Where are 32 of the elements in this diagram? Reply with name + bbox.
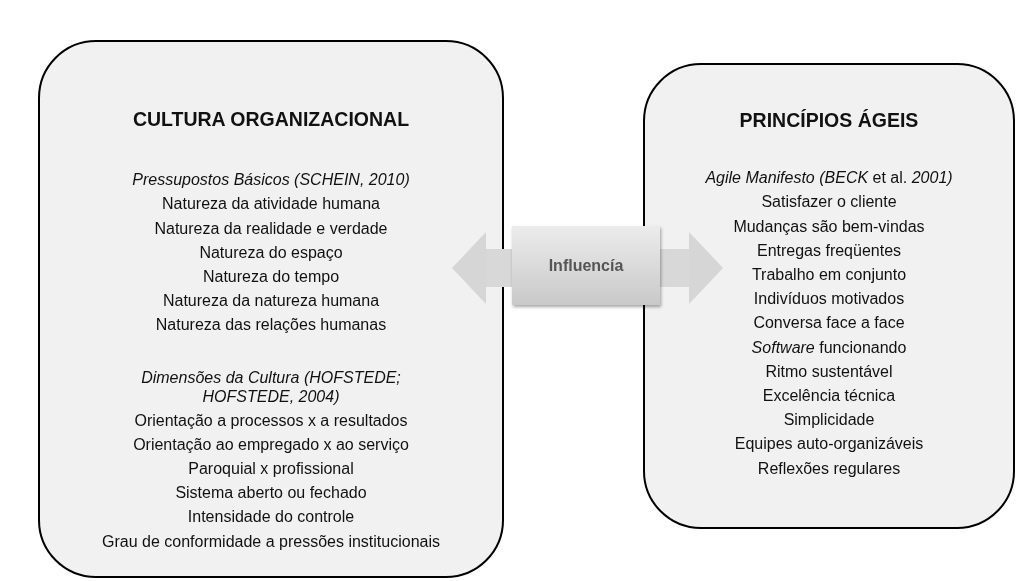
list-item: Excelência técnica: [762, 386, 896, 405]
source-citation: Pressupostos Básicos (SCHEIN, 2010): [132, 170, 410, 190]
list-item: Orientação a processos x a resultados: [134, 410, 408, 430]
list-item: Natureza do espaço: [199, 242, 343, 262]
list-item: Satisfazer o cliente: [761, 192, 897, 212]
panel-heading: CULTURA ORGANIZACIONAL: [132, 110, 410, 129]
list-item: Natureza do tempo: [202, 267, 340, 286]
rounded-panel: [38, 40, 504, 578]
list-item: Entregas freqüentes: [756, 240, 902, 260]
list-item: Trabalho em conjunto: [751, 265, 907, 284]
list-item: Agile Manifesto (BECK et al. 2001): [705, 168, 953, 188]
panel-heading: PRINCÍPIOS ÁGEIS: [739, 111, 919, 130]
list-item: Natureza da atividade humana: [162, 194, 380, 214]
rounded-panel: [643, 63, 1015, 529]
list-item: Mudanças são bem-vindas: [733, 216, 925, 236]
list-item: Grau de conformidade a pressões institucionais: [102, 531, 440, 551]
list-item: Conversa face a face: [753, 313, 905, 333]
list-item: Natureza das relações humanas: [155, 315, 387, 335]
source-citation: Dimensões da Cultura (HOFSTEDE; HOFSTEDE, 2004): [140, 367, 402, 406]
list-item: Reflexões regulares: [757, 458, 901, 478]
list-item: Indivíduos motivados: [753, 289, 905, 309]
list-item: Natureza da natureza humana: [162, 291, 380, 311]
list-item: Software funcionando: [751, 337, 907, 357]
list-item: Natureza da realidade e verdade: [154, 218, 388, 238]
list-item: Equipes auto-organizáveis: [734, 434, 924, 454]
list-item: Ritmo sustentável: [765, 361, 893, 381]
list-item: Simplicidade: [783, 410, 875, 430]
list-item: Orientação ao empregado x ao serviço: [133, 434, 409, 454]
list-item: Sistema aberto ou fechado: [175, 483, 367, 503]
list-item: Intensidade do controle: [187, 507, 355, 527]
edge-label: Influencía: [512, 226, 660, 305]
list-item: Paroquial x profissional: [188, 459, 354, 478]
